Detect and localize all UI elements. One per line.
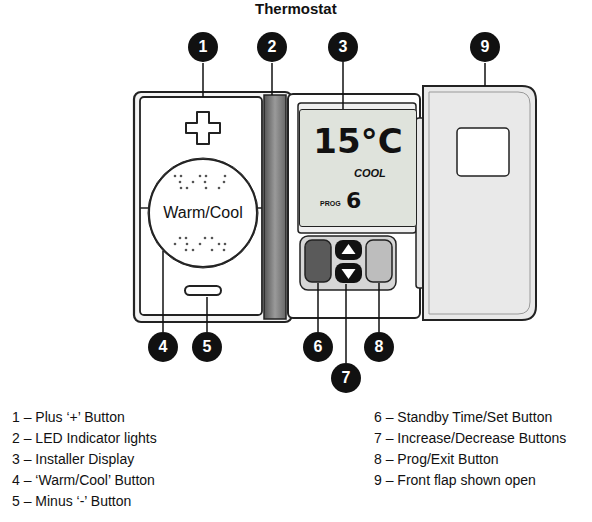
callout-number: 6 (303, 332, 333, 362)
legend-entry: 8 – Prog/Exit Button (374, 451, 499, 467)
callout-number: 8 (364, 332, 394, 362)
program-number: 6 (346, 190, 361, 212)
panel-groove (140, 207, 148, 209)
legend-entry: 2 – LED Indicator lights (12, 430, 157, 446)
body-front (288, 94, 420, 318)
lcd-display: 15°C COOL PROG 6 (299, 109, 417, 227)
callout-number: 5 (192, 332, 222, 362)
housing-outline (134, 92, 292, 322)
callout-number: 2 (257, 32, 287, 62)
callout-number: 1 (188, 32, 218, 62)
plus-button (186, 112, 220, 144)
legend-entry: 9 – Front flap shown open (374, 472, 536, 488)
prog-button (366, 240, 392, 282)
program-label: PROG (320, 200, 341, 207)
diagram-title: Thermostat (255, 0, 337, 17)
callout-number: 4 (159, 339, 168, 355)
front-flap (423, 86, 536, 320)
callout-number: 1 (199, 39, 208, 55)
callout-number: 9 (481, 39, 490, 55)
flap-window (457, 128, 509, 176)
callout-number: 5 (203, 339, 212, 355)
round-button: Warm/Cool (148, 158, 258, 268)
leader-line (162, 251, 164, 332)
callout-number: 3 (339, 39, 348, 55)
callout-number: 9 (470, 32, 500, 62)
leader-lines (203, 63, 485, 363)
increase-button (335, 240, 362, 260)
callout-number: 6 (314, 339, 323, 355)
temperature-reading: 15°C (300, 124, 416, 158)
minus-button (185, 286, 221, 295)
legend-entry: 1 – Plus ‘+’ Button (12, 409, 125, 425)
callout-number: 4 (148, 332, 178, 362)
callout-number: 2 (268, 39, 277, 55)
legend-entry: 5 – Minus ‘-’ Button (12, 493, 131, 509)
standby-button (305, 240, 331, 282)
callout-number: 7 (342, 370, 351, 386)
front-panel (140, 97, 262, 315)
mode-indicator: COOL (354, 168, 386, 179)
decrease-button (335, 263, 362, 283)
display-frame (298, 103, 416, 233)
legend-entry: 4 – ‘Warm/Cool’ Button (12, 472, 155, 488)
button-well (300, 236, 396, 290)
callout-number: 8 (375, 339, 384, 355)
callout-number: 7 (331, 363, 361, 393)
legend-entry: 6 – Standby Time/Set Button (374, 409, 552, 425)
up-arrow (342, 244, 356, 254)
button-label: Warm/Cool (163, 204, 242, 222)
legend-entry: 7 – Increase/Decrease Buttons (374, 430, 566, 446)
leader-line (342, 62, 344, 109)
down-arrow (342, 269, 356, 279)
warm-cool-ground (148, 158, 258, 268)
flap-rim (429, 92, 530, 314)
legend-entry: 3 – Installer Display (12, 451, 134, 467)
panel-groove (258, 207, 262, 209)
led-strip (264, 95, 286, 319)
callout-number: 3 (328, 32, 358, 62)
